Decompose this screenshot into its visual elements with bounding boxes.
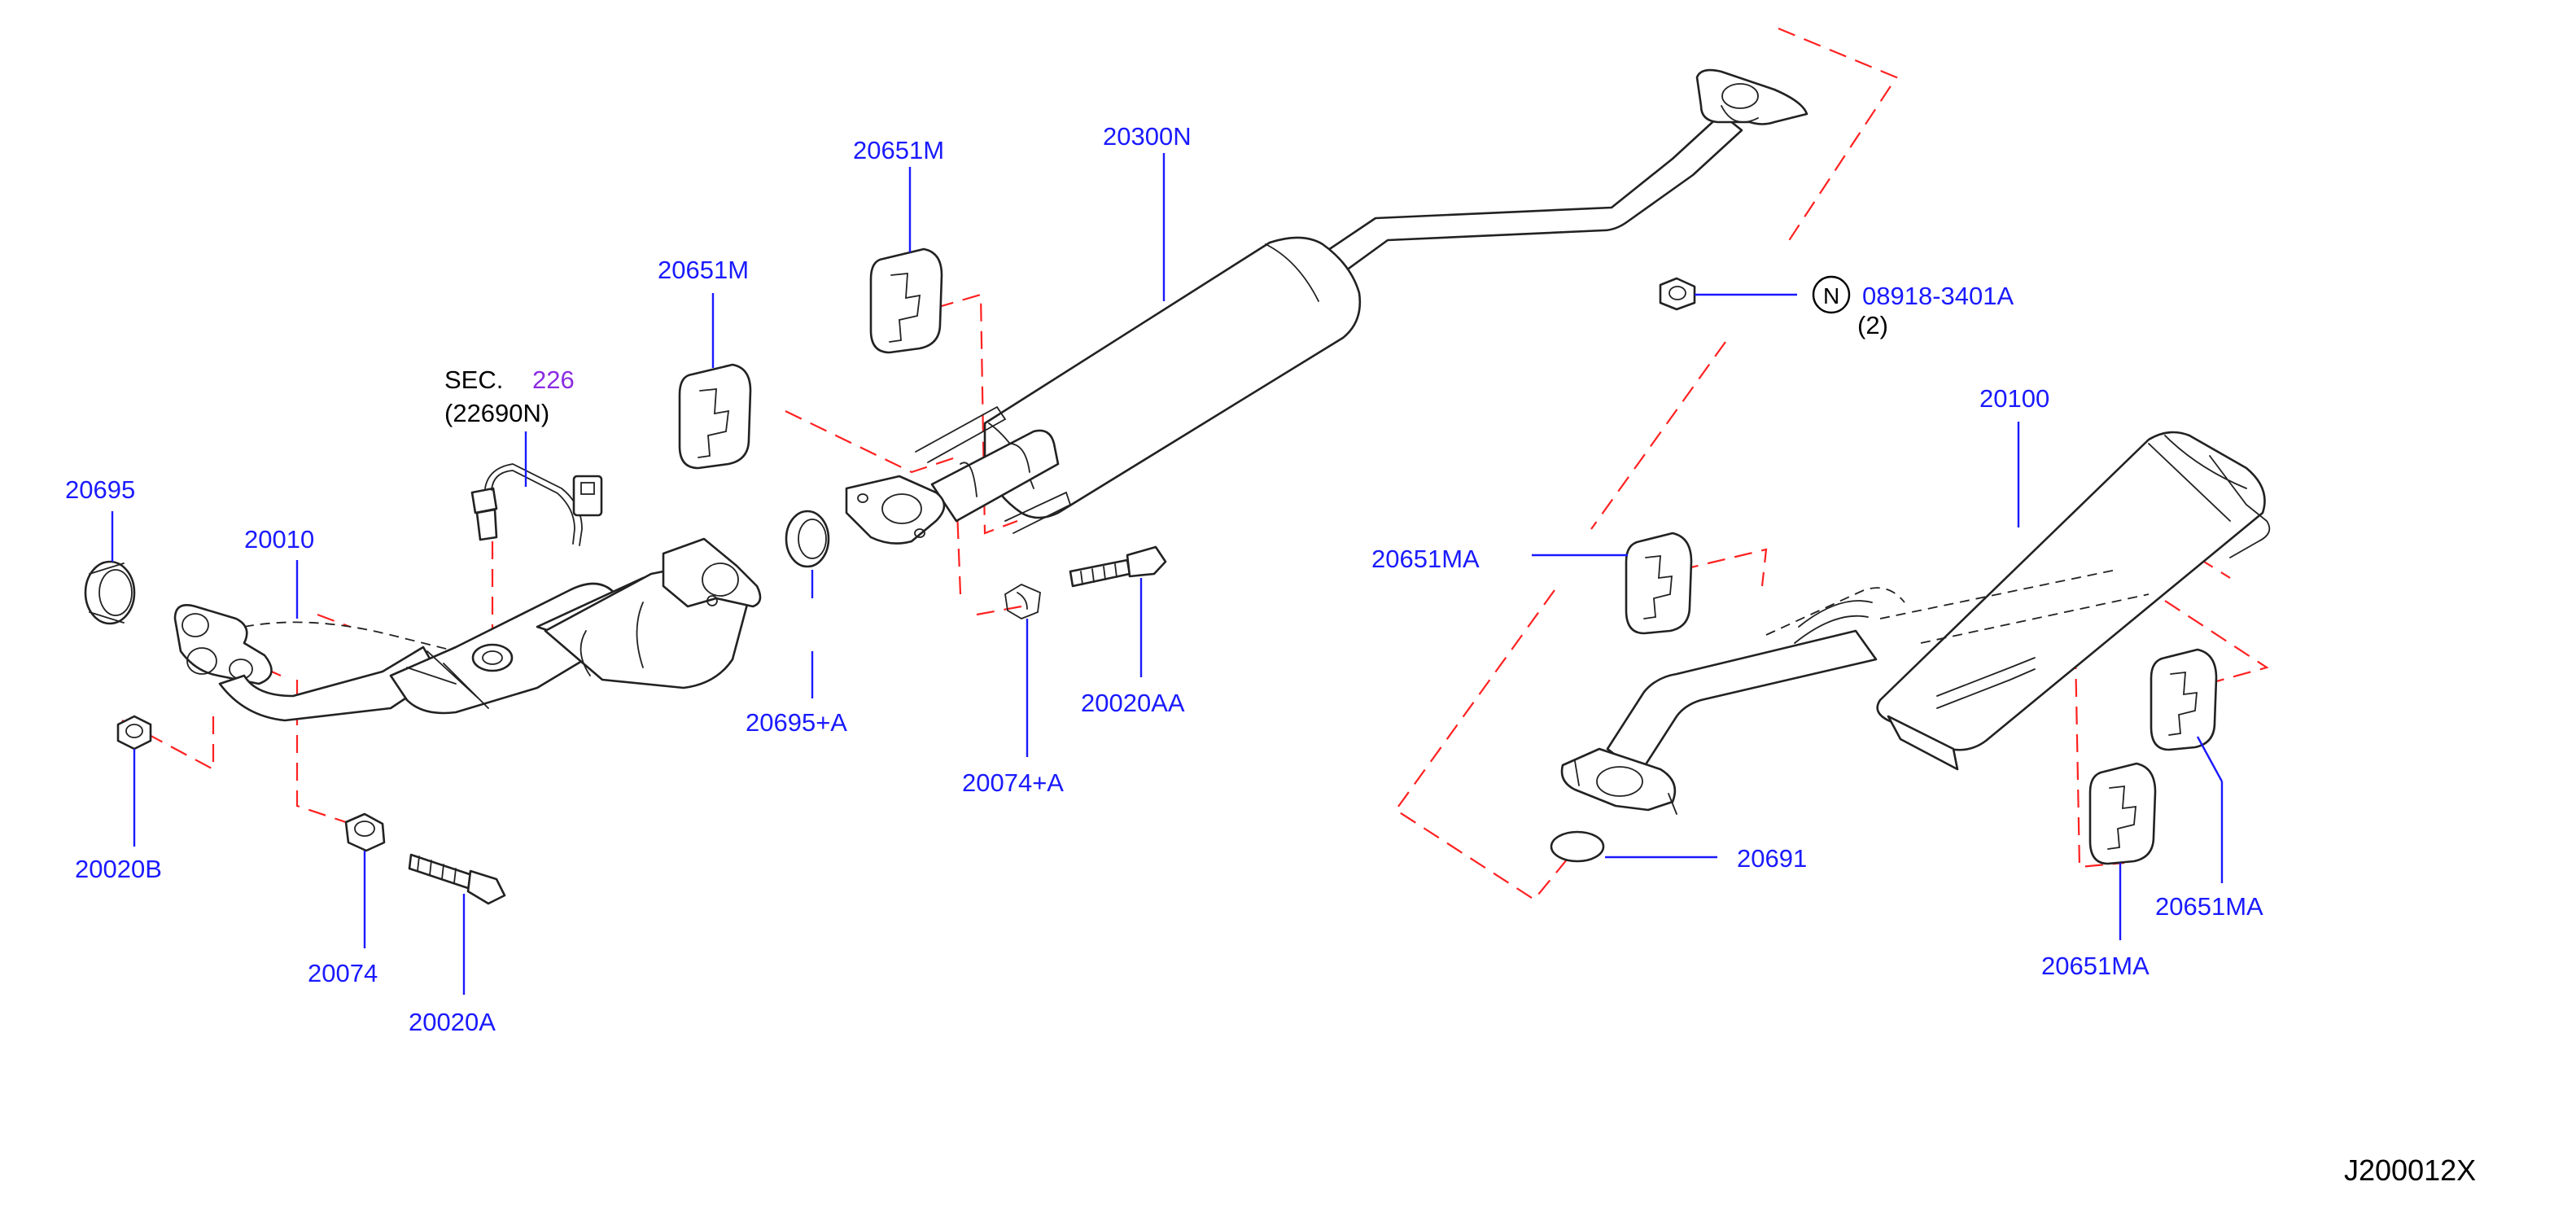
gasket-ring-20691 <box>1550 830 1605 863</box>
label-20651M-right[interactable]: 20651M <box>853 136 944 164</box>
nut-20074 <box>344 812 386 852</box>
stud-20020A <box>408 853 506 905</box>
nut-20020B <box>116 715 152 751</box>
label-section-number[interactable]: 226 <box>532 365 575 394</box>
rubber-hanger-20651MA-lower-left <box>2088 762 2157 865</box>
label-nut-quantity: (2) <box>1857 311 1888 339</box>
diagram-id: J200012X <box>2344 1153 2476 1187</box>
label-20695A[interactable]: 20695+A <box>746 708 847 737</box>
leader-lines <box>111 153 2224 995</box>
label-20074[interactable]: 20074 <box>308 959 378 987</box>
rubber-hanger-20651MA-lower-right <box>2150 648 2218 751</box>
label-section-reference: (22690N) <box>444 399 549 427</box>
label-section-prefix: SEC. <box>444 365 503 394</box>
label-20651M-left[interactable]: 20651M <box>658 256 749 284</box>
label-20695[interactable]: 20695 <box>65 475 135 504</box>
front-tube-catalyst-20010 <box>173 537 762 722</box>
center-muffler-20300N <box>845 68 1808 545</box>
stud-20020AA <box>1069 545 1167 588</box>
label-20100[interactable]: 20100 <box>1979 384 2049 413</box>
rubber-hanger-20651M-right <box>869 247 943 354</box>
assembly-phantom-lines <box>121 27 2269 901</box>
gasket-ring-20695 <box>84 560 136 625</box>
label-20651MA-upper[interactable]: 20651MA <box>1371 545 1480 573</box>
label-20074A[interactable]: 20074+A <box>962 768 1064 797</box>
label-nut-symbol: N <box>1823 283 1839 309</box>
nut-08918-3401A <box>1659 277 1696 311</box>
nut-20074A <box>1004 583 1041 619</box>
rubber-hanger-20651M-left <box>678 363 752 470</box>
part-labels: 20695 20010 20020B 20074 20020A SEC. 226… <box>65 122 2476 1187</box>
label-20651MA-lower-right[interactable]: 20651MA <box>2155 892 2263 921</box>
gasket-ring-20695A <box>785 510 830 568</box>
label-20300N[interactable]: 20300N <box>1103 122 1192 151</box>
label-20691[interactable]: 20691 <box>1737 844 1807 873</box>
label-20010[interactable]: 20010 <box>244 525 314 554</box>
label-20651MA-lower-left[interactable]: 20651MA <box>2041 952 2150 980</box>
main-muffler-20100 <box>1560 431 2271 815</box>
label-20020AA[interactable]: 20020AA <box>1081 689 1185 717</box>
label-08918-3401A[interactable]: 08918-3401A <box>1862 282 2014 310</box>
label-20020B[interactable]: 20020B <box>75 855 162 883</box>
oxygen-sensor <box>470 463 603 546</box>
rubber-hanger-20651MA-upper <box>1625 532 1693 635</box>
nut-symbol-circle <box>1812 275 1851 314</box>
label-20020A[interactable]: 20020A <box>409 1008 496 1036</box>
